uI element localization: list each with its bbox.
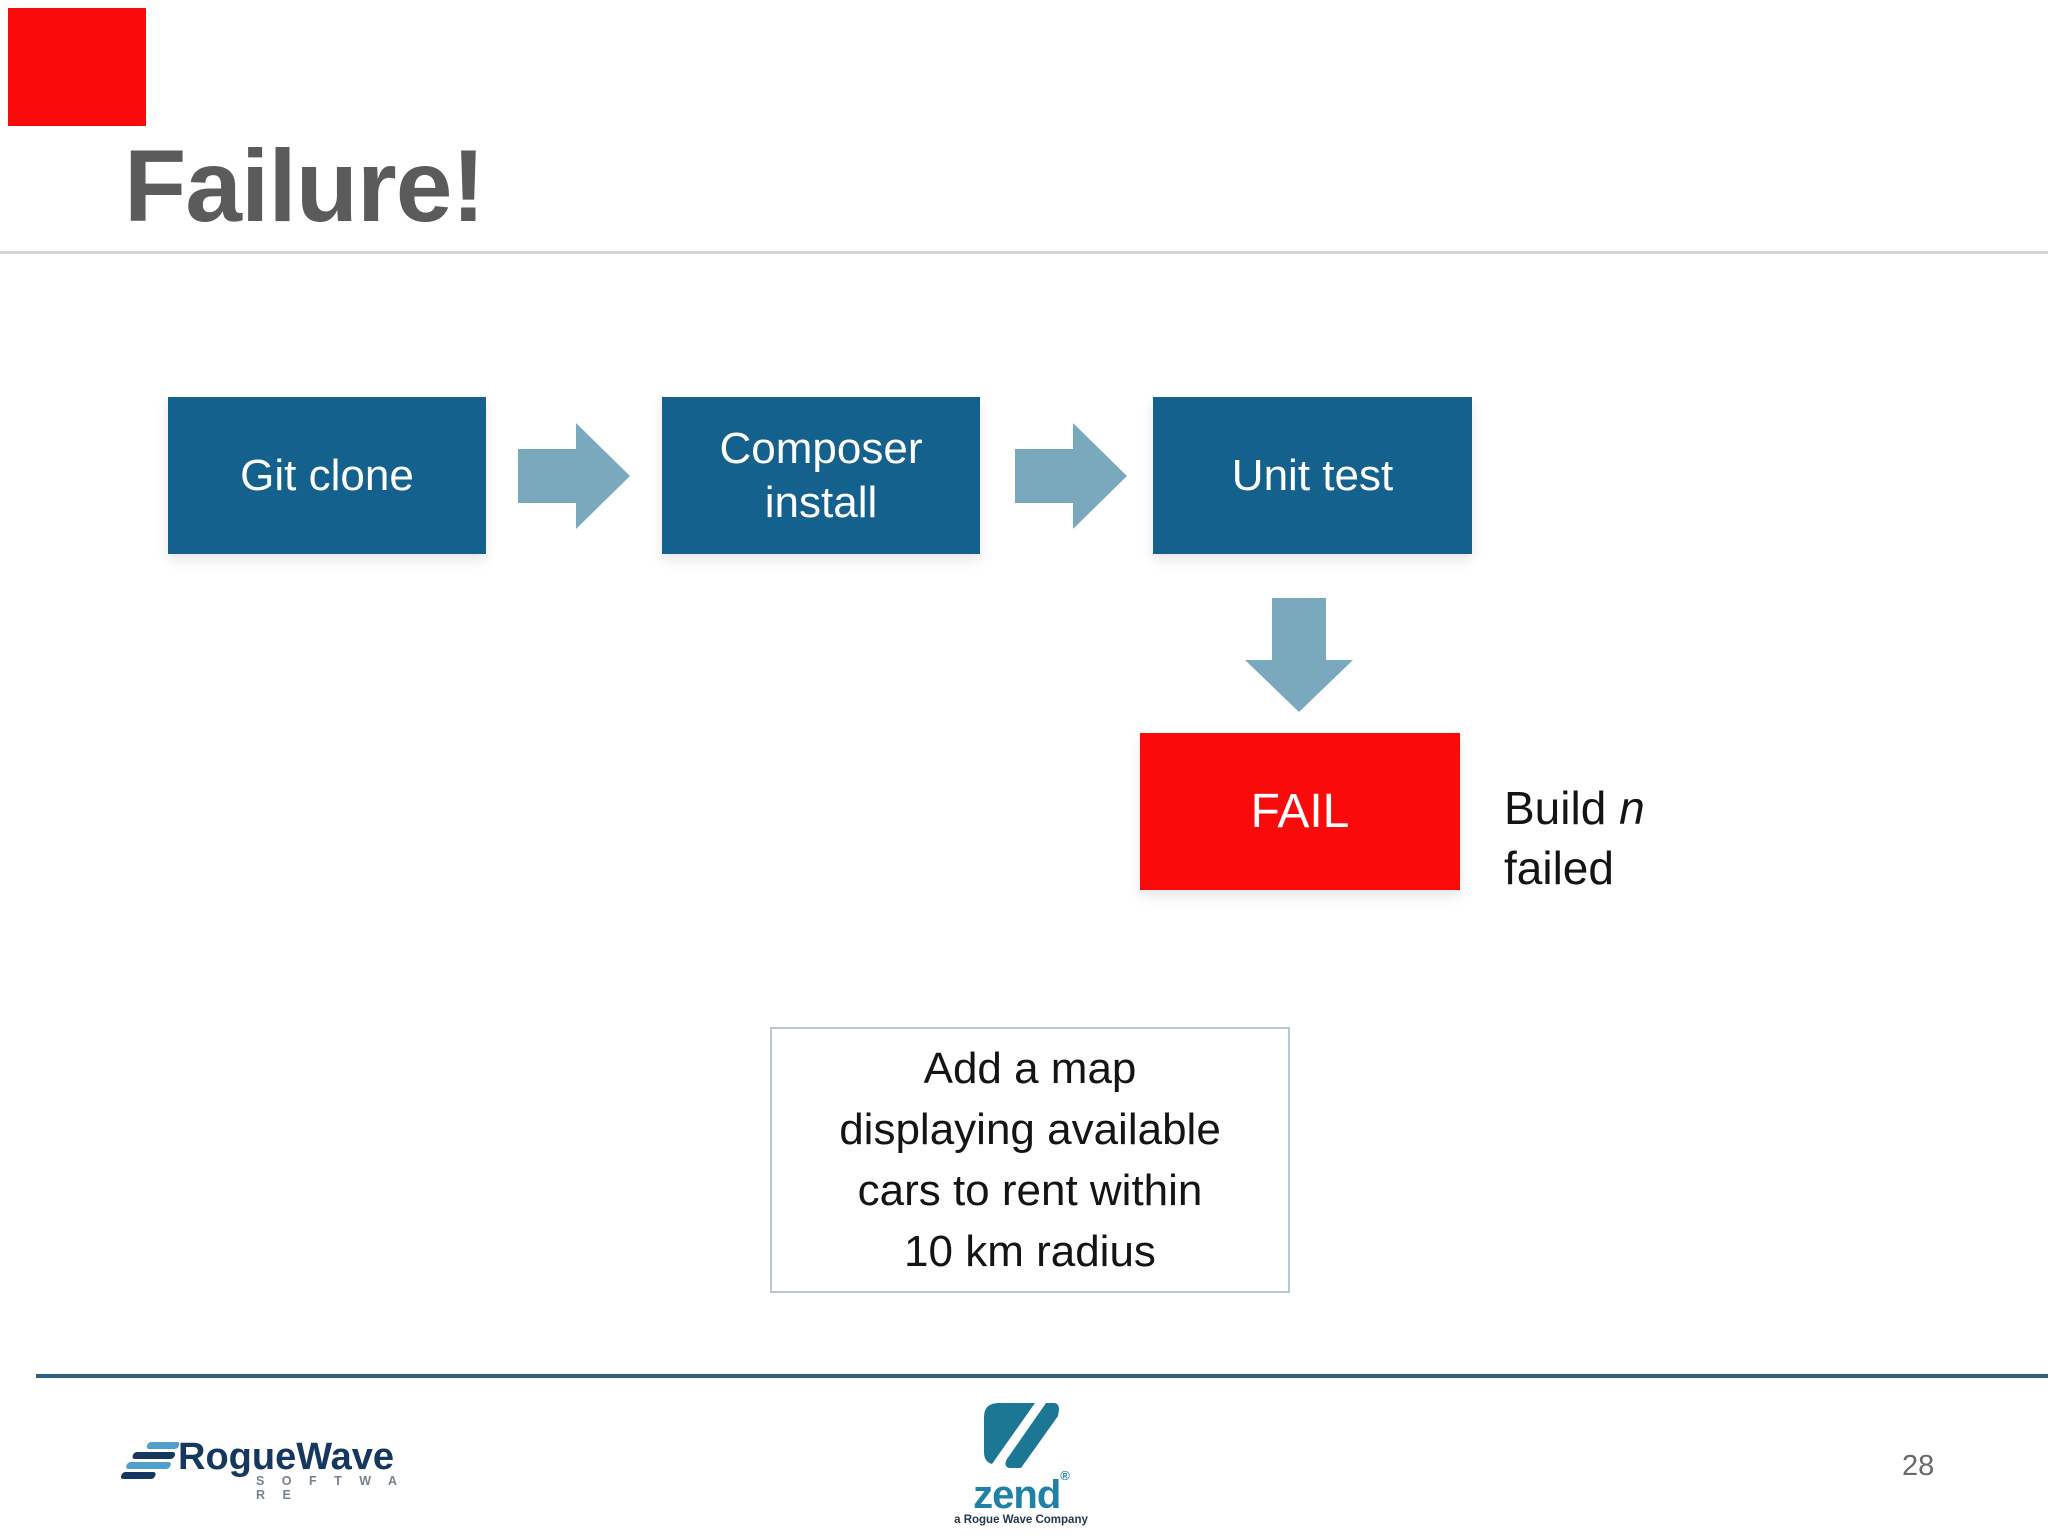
zend-logo: zend® a Rogue Wave Company — [954, 1402, 1088, 1532]
registered-mark: ® — [1060, 1468, 1070, 1483]
roguewave-logo: RogueWave S O F T W A R E — [120, 1436, 426, 1502]
flow-step-git-clone: Git clone — [168, 397, 486, 554]
flow-step-unit-test: Unit test — [1153, 397, 1472, 554]
flow-arrow-right-1 — [518, 423, 630, 529]
arrow-head — [576, 423, 630, 529]
flow-arrow-down — [1245, 598, 1353, 712]
build-note-line1: Build n — [1504, 782, 1645, 834]
callout-line: displaying available — [839, 1105, 1221, 1154]
slide-page-number: 28 — [1902, 1450, 1935, 1482]
flow-step-composer-install: Composer install — [662, 397, 980, 554]
arrow-shaft — [1015, 449, 1073, 503]
zend-tagline: a Rogue Wave Company — [954, 1514, 1088, 1526]
title-divider-line — [0, 251, 2048, 254]
arrow-head — [1073, 423, 1127, 529]
roguewave-wordmark: RogueWave — [178, 1436, 395, 1478]
build-number-variable: n — [1619, 782, 1645, 834]
footer-divider-line — [36, 1374, 2048, 1378]
flow-fail-box: FAIL — [1140, 733, 1460, 890]
arrow-shaft — [1272, 598, 1326, 660]
arrow-head — [1245, 660, 1353, 712]
roguewave-waves-icon — [120, 1442, 181, 1480]
build-failed-note: Build n failed — [1504, 778, 1645, 898]
callout-line: 10 km radius — [904, 1227, 1156, 1276]
slide-accent-red-rectangle — [8, 8, 146, 126]
flow-step-label: Composer install — [719, 423, 923, 527]
flow-step-label: Unit test — [1231, 450, 1394, 500]
fail-label: FAIL — [1250, 785, 1350, 838]
slide-title: Failure! — [124, 129, 485, 243]
build-note-line2: failed — [1504, 842, 1614, 894]
callout-line: Add a map — [923, 1044, 1137, 1093]
flow-arrow-right-2 — [1015, 423, 1127, 529]
zend-z-icon — [984, 1403, 1059, 1468]
roguewave-software-text: S O F T W A R E — [256, 1474, 404, 1502]
requirement-callout-box: Add a map displaying available cars to r… — [770, 1027, 1290, 1293]
callout-line: cars to rent within — [857, 1166, 1203, 1215]
flow-step-label: Git clone — [240, 450, 414, 500]
arrow-shaft — [518, 449, 576, 503]
zend-wordmark: zend® — [973, 1468, 1070, 1517]
